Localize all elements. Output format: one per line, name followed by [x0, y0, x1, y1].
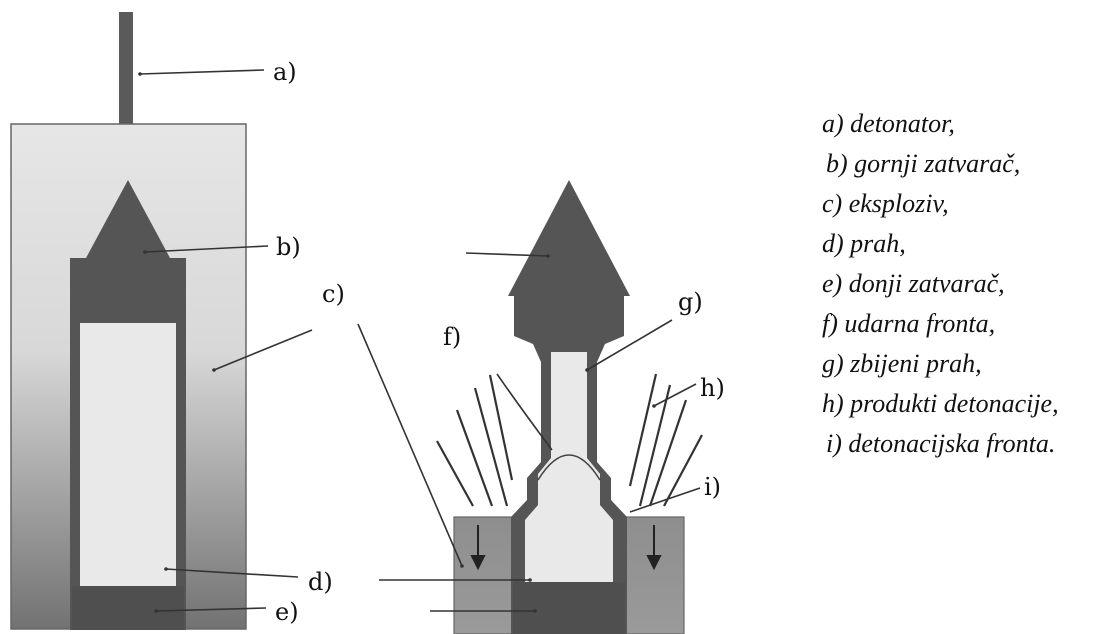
detonator	[119, 12, 133, 124]
lower-closure-right	[513, 582, 625, 634]
powder	[80, 323, 176, 586]
label-i: i)	[704, 473, 721, 501]
leader-e-right-dot	[533, 609, 537, 613]
legend-item-c: c) eksploziv,	[822, 189, 949, 218]
leader-b-dot	[143, 250, 147, 254]
leader-c-right	[357, 323, 463, 567]
leader-e-dot	[154, 609, 158, 613]
leader-d-right-dot	[528, 578, 532, 582]
right-assembly	[357, 180, 703, 634]
detonation-products-left	[436, 374, 514, 507]
leader-c-left	[213, 329, 313, 371]
label-h: h)	[700, 374, 725, 402]
shock-front-dome	[537, 454, 601, 481]
leader-c-right-dot	[460, 564, 464, 568]
leader-a	[139, 69, 265, 75]
label-g: g)	[678, 288, 703, 316]
label-c: c)	[322, 280, 345, 308]
legend-item-b: b) gornji zatvarač,	[826, 149, 1021, 178]
label-b: b)	[276, 233, 301, 261]
leader-h	[653, 383, 697, 407]
legend-item-g: g) zbijeni prah,	[822, 349, 982, 378]
legend-item-d: d) prah,	[822, 229, 906, 258]
leader-a-dot	[138, 72, 142, 76]
legend-item-a: a) detonator,	[822, 109, 955, 138]
leader-e-left	[155, 607, 267, 612]
legend-item-f: f) udarna fronta,	[822, 309, 996, 338]
legend-item-h: h) produkti detonacije,	[822, 389, 1059, 418]
detonation-front-arrows	[470, 525, 662, 571]
leader-b-right	[465, 252, 549, 257]
leader-g-dot	[585, 368, 589, 372]
leader-d-dot	[164, 567, 168, 571]
label-e: e)	[275, 598, 299, 626]
label-d: d)	[308, 568, 333, 596]
left-assembly	[10, 12, 313, 630]
leader-c-dot	[212, 368, 216, 372]
legend: a) detonator, b) gornji zatvarač, c) eks…	[822, 104, 1059, 464]
label-f: f)	[443, 323, 461, 351]
detonation-products-right	[628, 373, 703, 507]
lower-closure	[72, 586, 184, 630]
leader-b-left	[144, 245, 269, 253]
legend-item-e: e) donji zatvarač,	[822, 269, 1005, 298]
leader-h-dot	[652, 404, 656, 408]
label-a: a)	[273, 58, 297, 86]
legend-item-i: i) detonacijska fronta.	[826, 429, 1056, 458]
leader-i	[629, 487, 701, 513]
compacted-powder	[525, 352, 613, 582]
leader-g	[586, 319, 673, 371]
leader-b-right-dot	[546, 254, 550, 258]
leader-d-left	[165, 568, 299, 578]
leader-f	[496, 373, 553, 451]
